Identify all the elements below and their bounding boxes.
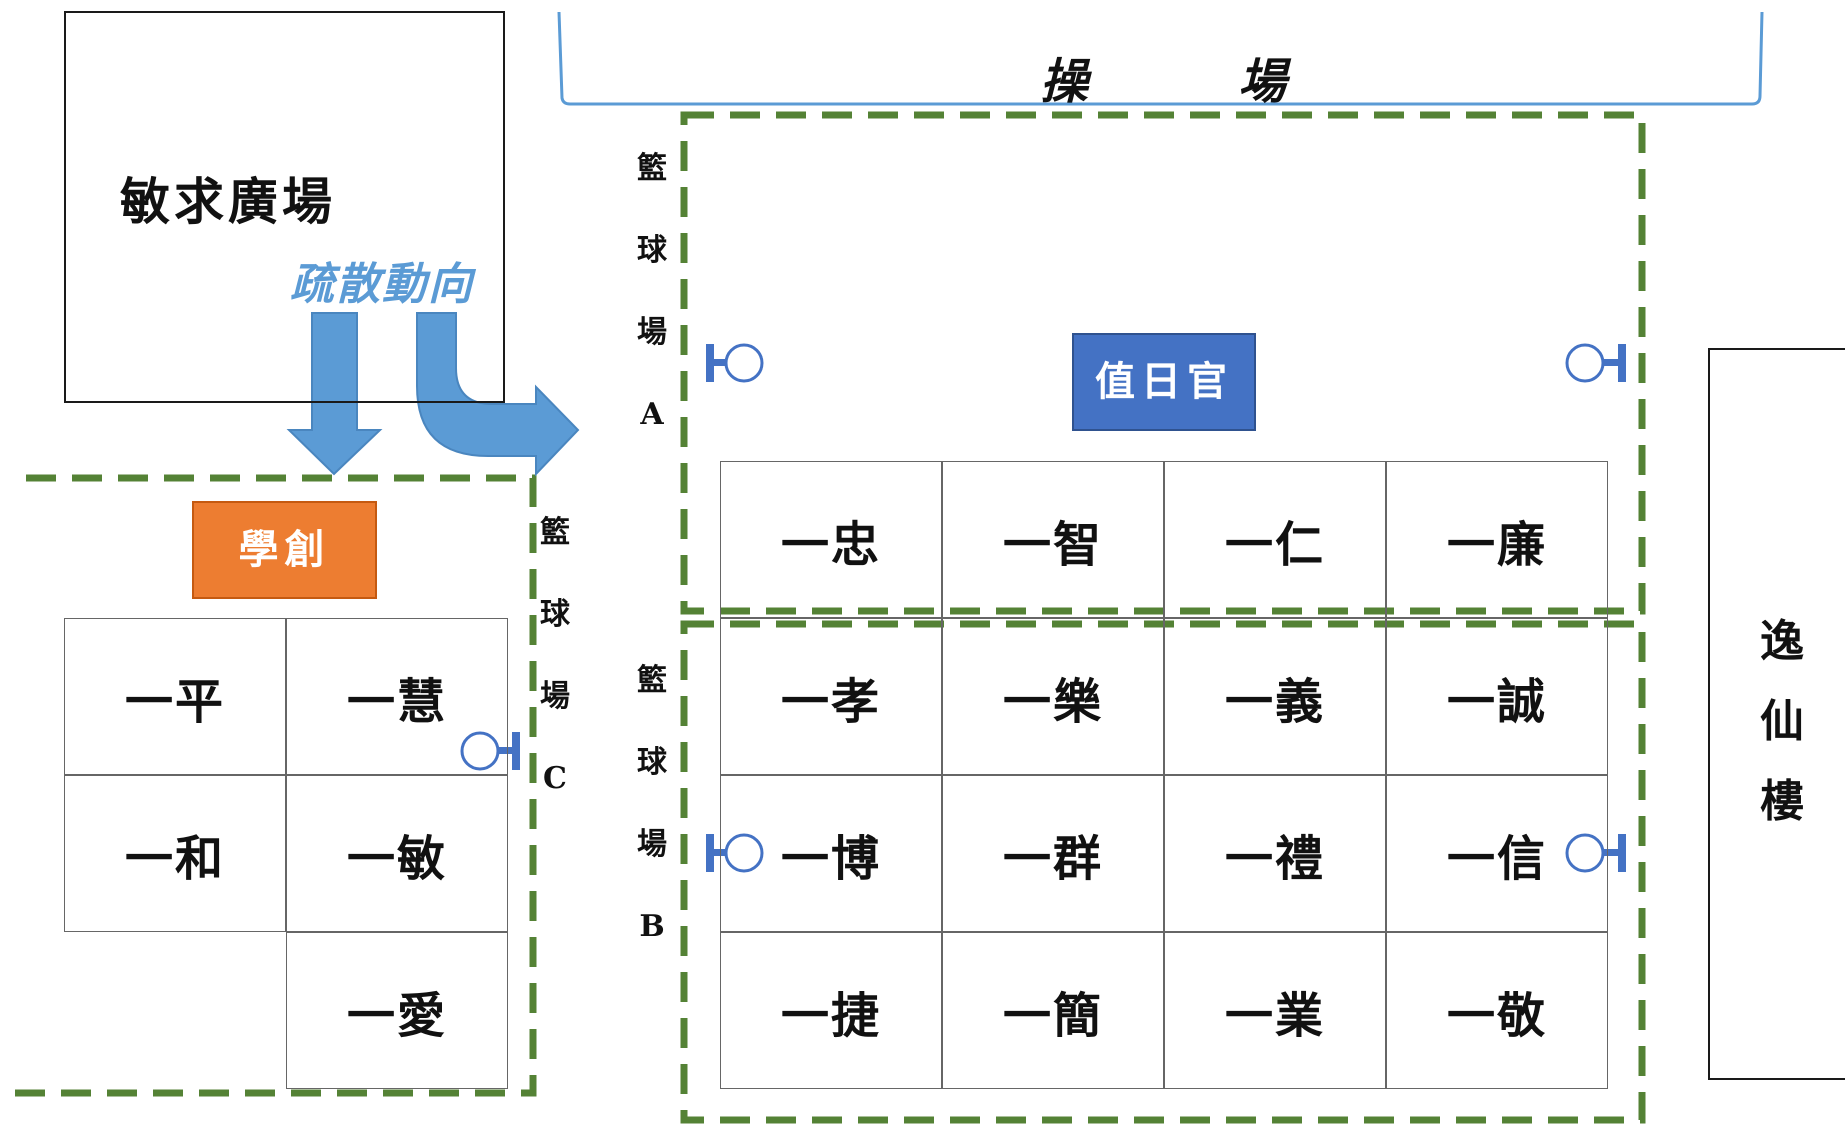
court-label-char: 籃 [637,663,667,698]
field-label: 操場 [1040,42,1380,112]
class-cell-top: 一忠 [720,461,942,618]
court-label-char: A [640,397,664,432]
class-cell: 一禮 [1164,775,1386,932]
class-cell-left: 一和 [64,775,286,932]
field-label-char: 場 [1238,54,1287,110]
class-cell-left: 一慧 [286,618,508,775]
class-cell-top: 一智 [942,461,1164,618]
class-cell: 一誠 [1386,618,1608,775]
court-label-char: 球 [540,597,570,632]
basketball-hoop-icon [1565,343,1626,383]
class-cell-left: 一敏 [286,775,508,932]
plaza-label: 敏求廣場 [120,172,336,231]
class-cell-top: 一仁 [1164,461,1386,618]
curved-arrow-icon [416,312,580,477]
minqiu-plaza [64,11,505,403]
basketball-hoop-icon [706,833,764,873]
basketball-hoop-icon [1565,833,1626,873]
building-label-char: 仙 [1760,696,1804,747]
building-label: 逸 仙 樓 [1752,602,1812,842]
court-label-char: B [639,909,665,944]
xuechuang-tag: 學創 [192,501,377,599]
court-label-char: 場 [637,315,667,350]
field-outline [557,11,1764,106]
class-cell: 一孝 [720,618,942,775]
field-label-char: 操 [1040,54,1089,110]
down-arrow-icon [286,312,383,476]
court-label-char: 籃 [540,515,570,550]
court-b-label: 籃 球 場 B [632,640,672,968]
court-a-label: 籃 球 場 A [632,128,672,456]
class-cell: 一業 [1164,932,1386,1089]
class-cell-left: 一愛 [286,932,508,1089]
court-label-char: 籃 [637,151,667,186]
class-cell: 一群 [942,775,1164,932]
court-c-dashed-zone [10,474,537,1097]
class-cell: 一樂 [942,618,1164,775]
class-cell: 一義 [1164,618,1386,775]
court-label-char: 場 [540,679,570,714]
class-cell: 一信 [1386,775,1608,932]
evacuation-label: 疏散動向 [290,259,474,310]
court-label-char: 場 [637,827,667,862]
class-cell: 一捷 [720,932,942,1089]
class-cell-left: 一平 [64,618,286,775]
basketball-hoop-icon [706,343,764,383]
class-cell: 一簡 [942,932,1164,1089]
building-label-char: 樓 [1760,776,1804,827]
class-cell: 一敬 [1386,932,1608,1089]
duty-officer-tag: 值日官 [1072,333,1256,431]
court-label-char: 球 [637,233,667,268]
class-cell-top: 一廉 [1386,461,1608,618]
basketball-hoop-icon [460,731,520,771]
court-label-char: C [543,761,567,796]
yixian-building [1708,348,1845,1080]
court-label-char: 球 [637,745,667,780]
building-label-char: 逸 [1760,616,1804,667]
court-c-label: 籃 球 場 C [535,492,575,820]
class-cell: 一博 [720,775,942,932]
